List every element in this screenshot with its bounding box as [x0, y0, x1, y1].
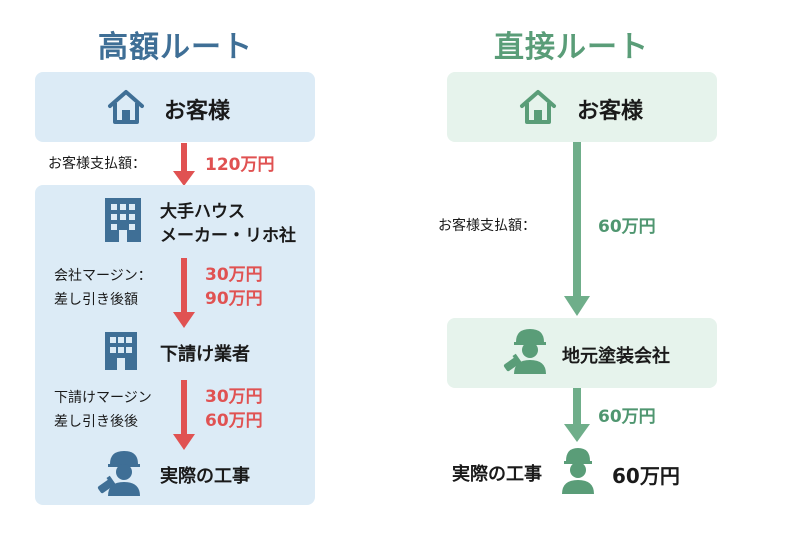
house-icon	[520, 90, 556, 124]
left-maker-line1: 大手ハウス	[160, 202, 245, 222]
left-margin1-labels: 会社マージン： 差し引き後額	[54, 264, 152, 312]
left-margin2-line2: 差し引き後後	[54, 414, 138, 430]
left-maker-label: 大手ハウス メーカー・リホ社	[160, 200, 296, 248]
left-margin1-value1: 30万円	[205, 265, 263, 285]
left-arrow-1	[173, 143, 195, 186]
worker-icon	[562, 448, 594, 494]
right-pay-value: 60万円	[598, 217, 656, 237]
left-sub-label: 下請け業者	[160, 344, 250, 365]
left-maker-line2: メーカー・リホ社	[160, 226, 296, 246]
left-customer-label: お客様	[164, 99, 231, 124]
right-customer-box	[447, 72, 717, 142]
right-arrow-1	[564, 142, 590, 316]
left-arrow-2	[173, 258, 195, 328]
worker-icon	[97, 451, 140, 496]
right-work-label: 実際の工事	[452, 464, 542, 485]
left-margin2-value2: 60万円	[205, 411, 263, 431]
worker-icon	[503, 329, 546, 374]
left-pay-value: 120万円	[205, 155, 275, 175]
left-work-label: 実際の工事	[160, 466, 250, 487]
right-company-box	[447, 318, 717, 388]
house-icon	[108, 90, 144, 124]
right-route-title: 直接ルート	[494, 30, 649, 65]
left-margin2-values: 30万円 60万円	[205, 385, 263, 433]
left-flow-panel	[35, 185, 315, 505]
right-work-value: 60万円	[612, 464, 680, 488]
left-margin2-line1: 下請けマージン	[54, 390, 152, 406]
right-flow-value: 60万円	[598, 407, 656, 427]
building-icon	[105, 198, 141, 242]
right-customer-label: お客様	[577, 99, 644, 124]
left-margin1-line2: 差し引き後額	[54, 292, 138, 308]
left-route-title: 高額ルート	[98, 30, 253, 65]
right-pay-label: お客様支払額：	[438, 218, 536, 234]
building-icon	[105, 332, 137, 370]
right-arrow-2	[564, 388, 590, 442]
left-customer-box	[35, 72, 315, 142]
right-company-label: 地元塗装会社	[562, 346, 670, 367]
left-pay-label: お客様支払額：	[48, 156, 146, 172]
left-margin1-values: 30万円 90万円	[205, 263, 263, 311]
left-margin1-value2: 90万円	[205, 289, 263, 309]
left-arrow-3	[173, 380, 195, 450]
left-margin2-labels: 下請けマージン 差し引き後後	[54, 386, 152, 434]
left-margin1-line1: 会社マージン：	[54, 268, 152, 284]
left-margin2-value1: 30万円	[205, 387, 263, 407]
